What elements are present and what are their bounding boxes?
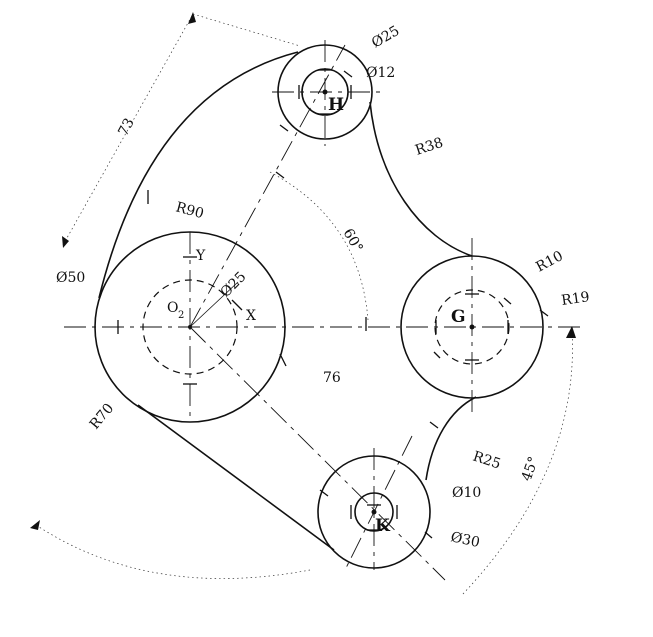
- arc-r25-outline: [425, 396, 477, 481]
- label-center-k: K: [375, 516, 391, 536]
- label-dim-o50: Ø50: [56, 270, 85, 286]
- label-dim-o30: Ø30: [449, 529, 481, 551]
- tick: [319, 489, 329, 497]
- label-dim-76: 76: [323, 370, 341, 386]
- dim-73-line: [62, 13, 194, 246]
- arrow-r70-left: [30, 520, 40, 530]
- arc-45deg-dim: [461, 329, 573, 596]
- arc-60deg-dim: [269, 171, 369, 321]
- label-dim-o10: Ø10: [452, 485, 481, 501]
- tick-marks: [117, 69, 549, 539]
- center-line-o2-h: [189, 44, 346, 328]
- arc-r70-dim: [35, 524, 311, 579]
- tick: [279, 124, 289, 132]
- tick: [279, 353, 287, 367]
- arrow-73-bottom: [62, 236, 69, 248]
- arc-r38-outline: [369, 101, 473, 257]
- dimension-lines: [30, 12, 576, 596]
- tick: [503, 297, 512, 305]
- label-origin: O: [167, 300, 178, 316]
- tick: [424, 531, 433, 539]
- center-lines: [64, 40, 580, 581]
- tick: [343, 70, 353, 78]
- dim-73-extension: [192, 13, 301, 47]
- arrow-73-top: [188, 12, 196, 24]
- label-dim-73: 73: [115, 116, 137, 139]
- label-axis-x: X: [246, 308, 256, 324]
- arc-r90-outline: [98, 51, 299, 299]
- label-center-g: G: [451, 307, 466, 327]
- label-dim-r10: R10: [533, 248, 566, 275]
- tick: [433, 351, 441, 359]
- label-center-h: H: [328, 95, 344, 115]
- label-dim-r19: R19: [560, 289, 590, 309]
- label-dim-o25-top: Ø25: [369, 23, 402, 52]
- arrow-45deg-top: [566, 326, 576, 338]
- tick: [429, 421, 439, 429]
- label-dim-o12: Ø12: [366, 65, 395, 81]
- tick: [231, 299, 243, 311]
- label-axis-y: Y: [195, 248, 206, 264]
- label-dim-r70: R70: [87, 401, 117, 433]
- label-origin-sub: 2: [178, 310, 184, 321]
- label-dim-o25-mid: Ø25: [218, 269, 250, 301]
- label-dim-60deg: 60°: [340, 226, 366, 256]
- label-dim-r25: R25: [471, 449, 503, 473]
- center-line-k-diagonal: [344, 435, 413, 571]
- label-dim-45deg: 45°: [519, 455, 543, 484]
- center-line-o2-k: [189, 326, 446, 581]
- tick: [275, 171, 285, 179]
- leader-o25-mid: [189, 281, 239, 328]
- label-dim-r38: R38: [413, 135, 445, 159]
- label-dim-r90: R90: [174, 199, 206, 222]
- tangent-r70-outline: [137, 404, 335, 551]
- tick: [539, 309, 549, 317]
- labels: H G K O 2 X Y 73 R90 Ø50 Ø25 R70 76 60° …: [56, 23, 591, 551]
